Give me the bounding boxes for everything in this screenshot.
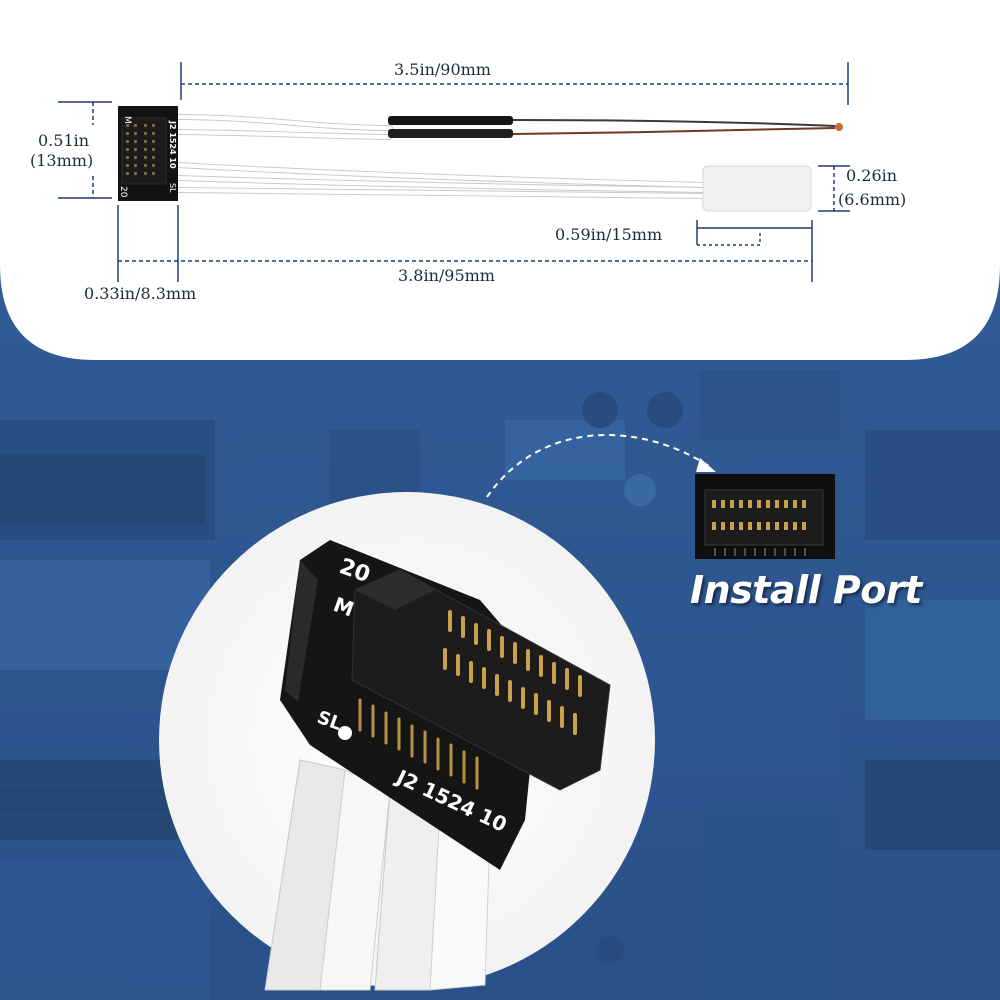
- heat-shrink-tube: [388, 129, 513, 138]
- dim-total-length: 3.8in/95mm: [398, 266, 495, 285]
- board-mark-m: M: [122, 116, 132, 124]
- board-mark-code: J2 1524 10: [168, 120, 177, 169]
- install-port-label: Install Port: [690, 568, 922, 612]
- dimension-lines: [58, 62, 850, 282]
- install-port-callout: [486, 434, 835, 559]
- dim-sensor-height-mm: (6.6mm): [838, 190, 907, 209]
- closeup-circle: 20 M SL J2 1524 10: [159, 492, 655, 991]
- sensor-block: [702, 165, 812, 212]
- board-mark-20: 20: [118, 186, 128, 198]
- board-mark-sl: SL: [168, 183, 177, 193]
- install-port-image: [695, 474, 835, 559]
- dim-connector-width: 0.33in/8.3mm: [84, 284, 197, 303]
- dim-height-in: 0.51in: [38, 131, 90, 150]
- connector-board: M 20 J2 1524 10 SL: [118, 106, 178, 201]
- sensor-cable-product: M 20 J2 1524 10 SL: [118, 106, 843, 212]
- white-wires: [175, 114, 708, 199]
- gold-pins: [443, 610, 582, 735]
- closeup-wires: [264, 759, 491, 991]
- dim-top-length: 3.5in/90mm: [394, 60, 491, 79]
- dim-sensor-height-in: 0.26in: [846, 166, 898, 185]
- heat-shrink-tube: [388, 116, 513, 125]
- dim-height-mm: (13mm): [30, 151, 94, 170]
- thermistor-tip: [835, 123, 843, 131]
- dim-sensor-length: 0.59in/15mm: [555, 225, 663, 244]
